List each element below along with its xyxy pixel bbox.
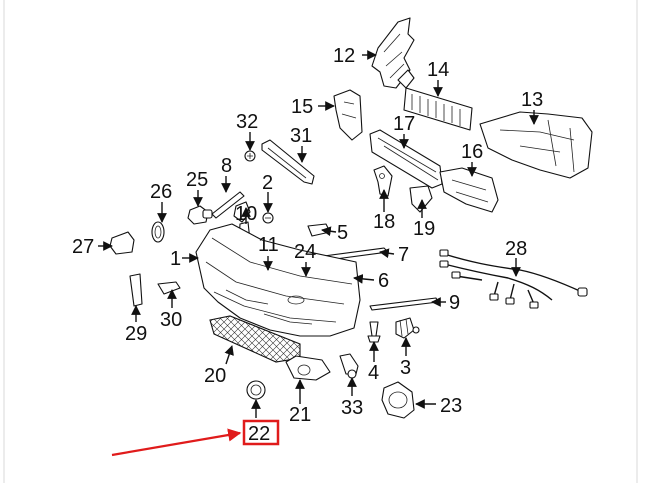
label-1: 1 — [170, 248, 181, 270]
part-3-fastener — [395, 317, 420, 339]
label-2: 2 — [262, 172, 273, 194]
part-number-labels: 12 14 13 15 17 16 31 32 8 2 25 26 27 10 … — [72, 45, 543, 426]
label-26: 26 — [150, 181, 172, 203]
label-24: 24 — [294, 241, 316, 263]
label-23: 23 — [440, 395, 462, 417]
part-19-bracket — [409, 185, 433, 213]
part-9-lower-strip — [369, 297, 439, 311]
part-14-grille-bracket — [397, 69, 473, 131]
part-29-bracket — [129, 273, 143, 307]
part-13-side-bracket — [479, 111, 593, 179]
label-17: 17 — [393, 113, 415, 135]
part-4-clip — [367, 321, 381, 343]
label-31: 31 — [290, 125, 312, 147]
label-13: 13 — [521, 89, 543, 111]
highlight-box — [242, 419, 280, 446]
part-22-cap — [246, 380, 266, 400]
label-32: 32 — [236, 111, 258, 133]
part-12-upper-bracket — [371, 17, 415, 89]
leader-lines — [98, 50, 539, 418]
label-27: 27 — [72, 236, 94, 258]
label-33: 33 — [341, 397, 363, 419]
part-31-plate-bracket — [261, 139, 315, 185]
label-12: 12 — [333, 45, 355, 67]
label-16: 16 — [461, 141, 483, 163]
label-5: 5 — [337, 222, 348, 244]
part-30-clip — [157, 281, 181, 295]
label-10: 10 — [235, 203, 257, 225]
highlight-part-22[interactable]: 22 — [111, 419, 280, 457]
part-16-energy-absorber — [439, 167, 499, 213]
part-33-bulb — [339, 353, 359, 379]
part-26-ring — [151, 221, 165, 243]
label-25: 25 — [186, 169, 208, 191]
label-30: 30 — [160, 309, 182, 331]
part-1-bumper-cover — [195, 223, 361, 337]
label-29: 29 — [125, 323, 147, 345]
part-28-wiring-harness — [439, 249, 588, 309]
label-7: 7 — [398, 244, 409, 266]
label-3: 3 — [400, 357, 411, 379]
label-19: 19 — [413, 218, 435, 240]
part-23-fog-lamp — [381, 381, 415, 419]
part-32-bolt — [244, 150, 256, 162]
label-18: 18 — [373, 211, 395, 233]
part-27-holder — [109, 231, 135, 255]
part-18-bracket — [373, 165, 393, 197]
part-2-bolt — [262, 212, 274, 224]
label-11: 11 — [258, 234, 279, 256]
label-9: 9 — [449, 292, 460, 314]
label-20: 20 — [204, 365, 226, 387]
part-8-strip — [211, 191, 245, 219]
part-15-bracket — [333, 89, 363, 141]
label-15: 15 — [291, 96, 313, 118]
highlight-arrow — [111, 428, 242, 457]
label-6: 6 — [378, 270, 389, 292]
label-28: 28 — [505, 238, 527, 260]
label-14: 14 — [427, 59, 449, 81]
label-8: 8 — [221, 155, 232, 177]
label-21: 21 — [289, 404, 311, 426]
label-4: 4 — [368, 362, 379, 384]
label-22: 22 — [248, 423, 270, 445]
part-21-fog-bracket — [285, 355, 331, 381]
part-25-sensor — [187, 205, 213, 225]
